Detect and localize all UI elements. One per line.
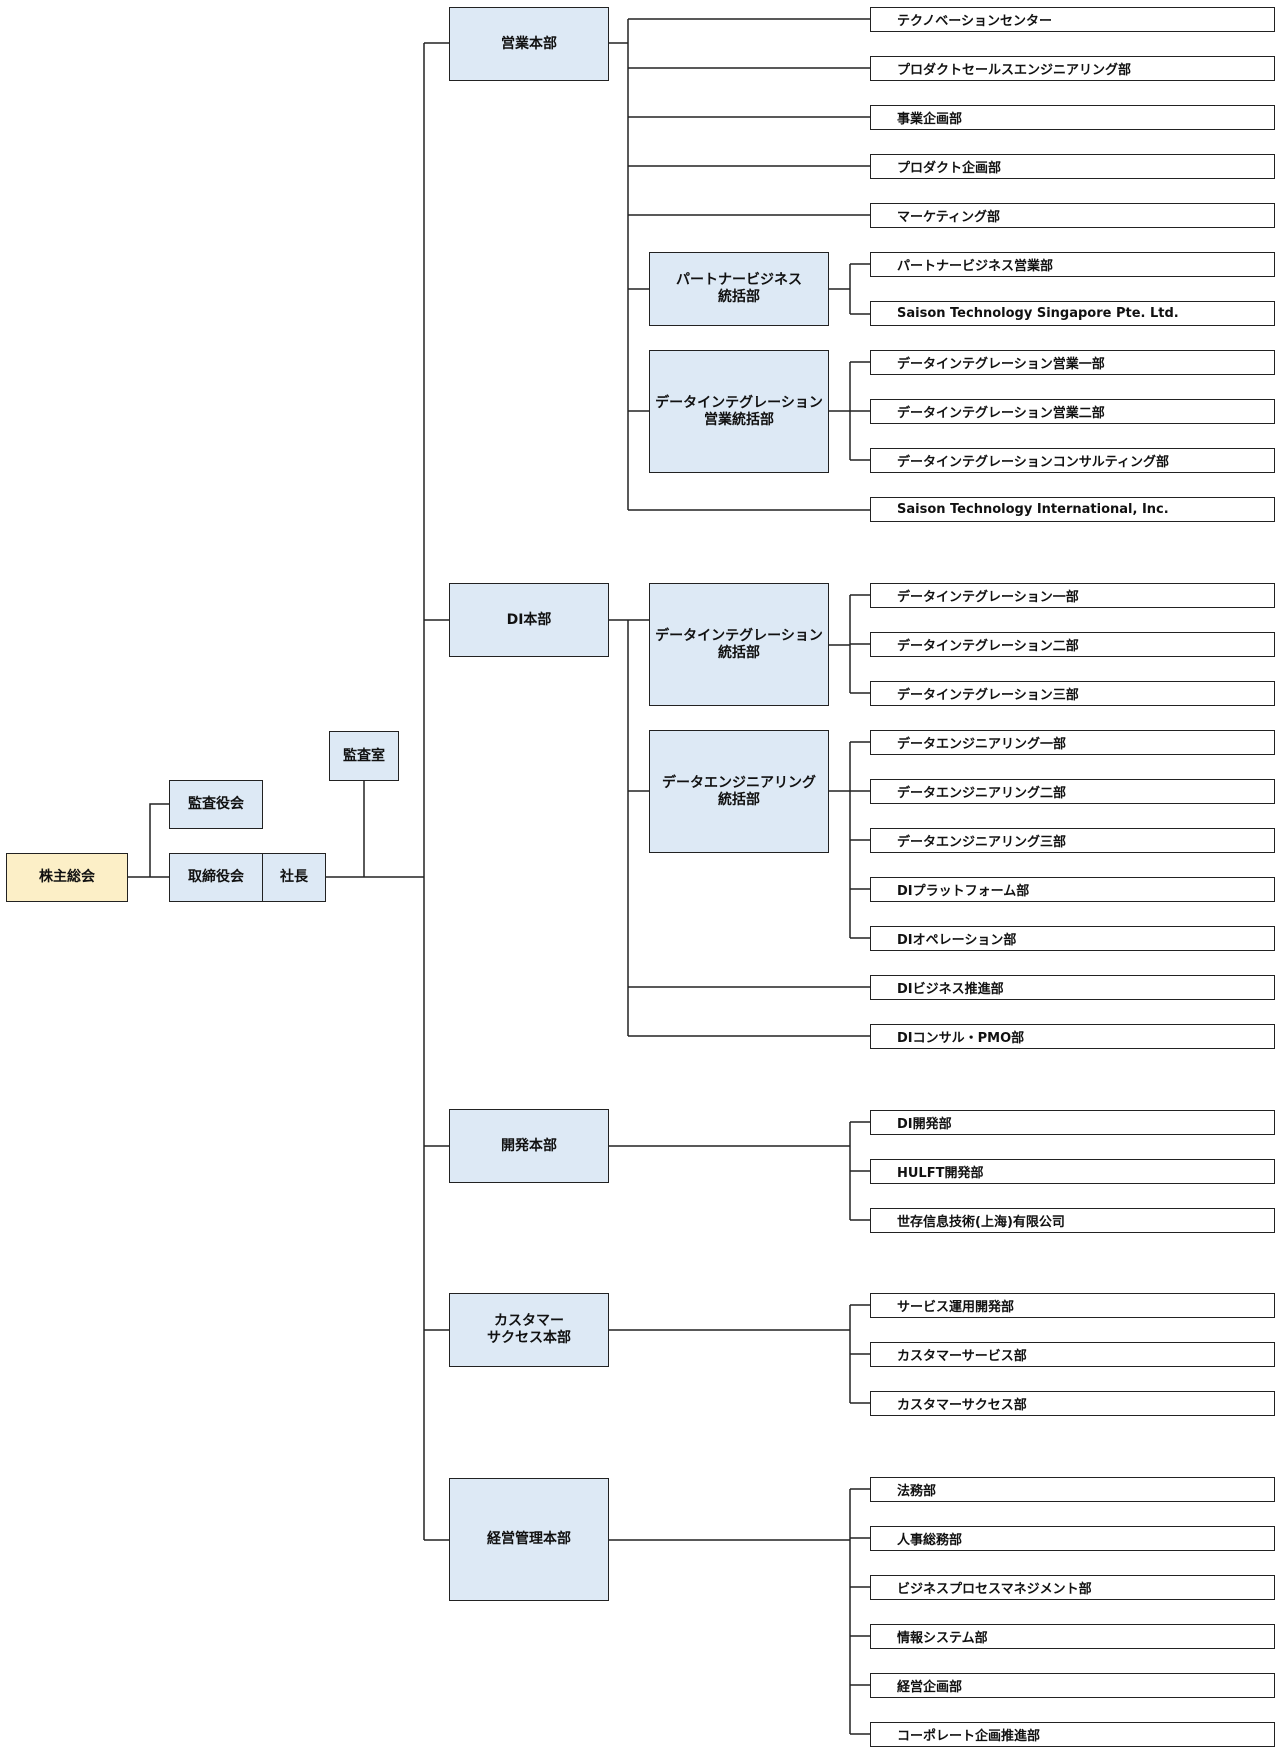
department-box: 世存信息技術(上海)有限公司 [870,1208,1275,1233]
shareholders-meeting-box: 株主総会 [6,853,128,902]
department-box: データインテグレーション一部 [870,583,1275,608]
department-box: 法務部 [870,1477,1275,1502]
department-box: パートナービジネス営業部 [870,252,1275,277]
department-box: カスタマーサービス部 [870,1342,1275,1367]
department-box: 情報システム部 [870,1624,1275,1649]
auditors-board-box: 監査役会 [169,780,263,829]
department-box: 経営企画部 [870,1673,1275,1698]
department-box: DIプラットフォーム部 [870,877,1275,902]
department-box: HULFT開発部 [870,1159,1275,1184]
department-box: マーケティング部 [870,203,1275,228]
board-of-directors-box: 取締役会 [169,853,263,902]
department-box: データインテグレーション三部 [870,681,1275,706]
subgroup-label: データインテグレーション 営業統括部 [655,394,823,428]
division-customer-success-box: カスタマー サクセス本部 [449,1293,609,1367]
subgroup-di-box: データインテグレーション 統括部 [649,583,829,706]
department-box: データインテグレーション営業一部 [870,350,1275,375]
department-box: ビジネスプロセスマネジメント部 [870,1575,1275,1600]
department-box: データインテグレーション営業二部 [870,399,1275,424]
division-di-box: DI本部 [449,583,609,657]
department-box: データエンジニアリング三部 [870,828,1275,853]
department-box: カスタマーサクセス部 [870,1391,1275,1416]
subgroup-label: パートナービジネス 統括部 [676,272,802,305]
department-box: DIオペレーション部 [870,926,1275,951]
division-label: DI本部 [506,611,552,628]
division-label: カスタマー サクセス本部 [487,1313,571,1346]
division-label: 営業本部 [501,35,557,52]
department-box: DIビジネス推進部 [870,975,1275,1000]
subgroup-data-engineering-box: データエンジニアリング 統括部 [649,730,829,853]
department-box: コーポレート企画推進部 [870,1722,1275,1747]
department-box: プロダクトセールスエンジニアリング部 [870,56,1275,81]
department-box: テクノベーションセンター [870,7,1275,32]
department-box: データエンジニアリング一部 [870,730,1275,755]
division-sales-box: 営業本部 [449,7,609,81]
department-box: データインテグレーションコンサルティング部 [870,448,1275,473]
department-box: データエンジニアリング二部 [870,779,1275,804]
division-label: 経営管理本部 [487,1531,571,1548]
department-box: データインテグレーション二部 [870,632,1275,657]
audit-office-box: 監査室 [329,731,399,781]
division-label: 開発本部 [501,1137,557,1154]
department-box: Saison Technology International, Inc. [870,497,1275,522]
department-box: DIコンサル・PMO部 [870,1024,1275,1049]
subgroup-partner-business-box: パートナービジネス 統括部 [649,252,829,326]
subgroup-label: データインテグレーション 統括部 [655,627,823,661]
division-management-box: 経営管理本部 [449,1478,609,1601]
department-box: サービス運用開発部 [870,1293,1275,1318]
president-box: 社長 [262,853,326,902]
department-box: 事業企画部 [870,105,1275,130]
department-box: 人事総務部 [870,1526,1275,1551]
subgroup-di-sales-box: データインテグレーション 営業統括部 [649,350,829,473]
division-development-box: 開発本部 [449,1109,609,1183]
department-box: プロダクト企画部 [870,154,1275,179]
department-box: Saison Technology Singapore Pte. Ltd. [870,301,1275,326]
subgroup-label: データエンジニアリング 統括部 [662,774,816,808]
department-box: DI開発部 [870,1110,1275,1135]
